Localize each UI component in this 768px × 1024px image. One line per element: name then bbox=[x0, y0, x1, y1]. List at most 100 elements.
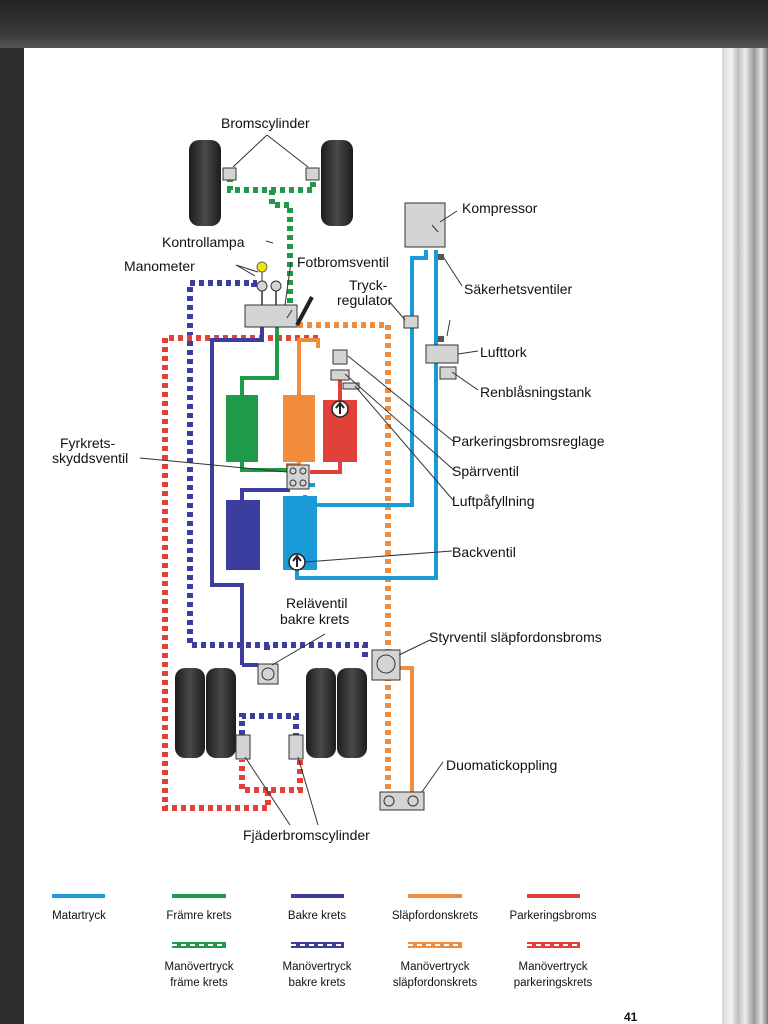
compressor bbox=[404, 202, 446, 248]
label-fyrkrets-1: Fyrkrets- bbox=[60, 435, 116, 451]
air-dryer bbox=[425, 344, 459, 364]
rear-circuit-tank bbox=[226, 500, 260, 570]
trailer-circuit-tank bbox=[283, 395, 315, 462]
legend-solid-bakre: Bakre krets bbox=[288, 894, 346, 922]
pressure-regulator bbox=[403, 315, 419, 329]
pipes bbox=[162, 177, 438, 811]
label-fyrkrets-2: skyddsventil bbox=[52, 450, 128, 466]
parking-check-valve bbox=[331, 400, 349, 418]
front-left-tire bbox=[189, 140, 221, 226]
legend-solid-slapfordon: Släpfordonskrets bbox=[392, 894, 479, 922]
duomatic-coupling bbox=[379, 791, 425, 811]
rear-left-tire-inner bbox=[206, 668, 236, 758]
control-lamp bbox=[256, 261, 268, 273]
legend-dashed-framre: Manövertryck främe krets bbox=[164, 942, 234, 989]
parking-control-pipe bbox=[162, 335, 318, 811]
compressor-lead bbox=[431, 224, 439, 233]
label-backventil: Backventil bbox=[452, 544, 516, 560]
front-brake-cylinder-right bbox=[305, 167, 320, 181]
label-kompressor: Kompressor bbox=[462, 200, 538, 216]
legend-dashed-parkering: Manövertryck parkeringskrets bbox=[514, 942, 593, 989]
label-bromscylinder: Bromscylinder bbox=[221, 115, 310, 131]
legend-label-1: Manövertryck bbox=[282, 961, 351, 973]
label-sakerhetsventiler: Säkerhetsventiler bbox=[464, 281, 573, 297]
foot-brake-pedal bbox=[295, 296, 314, 326]
labels: Bromscylinder Kompressor Kontrollampa Ma… bbox=[52, 115, 605, 843]
spring-brake-cylinder-right bbox=[288, 734, 304, 760]
label-fotbromsventil: Fotbromsventil bbox=[297, 254, 389, 270]
book-page bbox=[24, 48, 734, 1024]
trailer-control-pipe bbox=[298, 322, 391, 800]
tires bbox=[175, 140, 367, 758]
label-tryckregulator-1: Tryck- bbox=[349, 277, 388, 293]
legend-dashed-bakre: Manövertryck bakre krets bbox=[282, 942, 352, 989]
legend-label-1: Manövertryck bbox=[518, 961, 587, 973]
label-luftpafyllning: Luftpåfyllning bbox=[452, 493, 535, 509]
four-circuit-protection-valve bbox=[286, 464, 310, 490]
rear-right-tire-outer bbox=[337, 668, 367, 758]
front-circuit-tank bbox=[226, 395, 258, 462]
legend-label: Släpfordonskrets bbox=[392, 910, 479, 922]
safety-valve-2 bbox=[438, 336, 444, 342]
label-styrventil: Styrventil släpfordonsbroms bbox=[429, 629, 602, 645]
legend-solid-parkering: Parkeringsbroms bbox=[510, 894, 597, 922]
label-sparrventil: Spärrventil bbox=[452, 463, 519, 479]
spring-brake-pipe bbox=[239, 713, 299, 735]
supply-check-valve bbox=[288, 553, 306, 571]
manometer-gauge-1 bbox=[256, 280, 268, 292]
spring-brake-cylinder-left bbox=[235, 734, 251, 760]
label-tryckregulator-2: regulator bbox=[337, 292, 393, 308]
fcpv-port-3 bbox=[289, 479, 297, 487]
legend: Matartryck Främre krets Bakre krets Släp… bbox=[52, 894, 597, 989]
legend-dashed-slapfordon: Manövertryck släpfordonskrets bbox=[393, 942, 478, 989]
fcpv-port-1 bbox=[289, 467, 297, 475]
legend-label: Parkeringsbroms bbox=[510, 910, 597, 922]
label-lufttork: Lufttork bbox=[480, 344, 528, 360]
label-duomatickoppling: Duomatickoppling bbox=[446, 757, 557, 773]
label-manometer: Manometer bbox=[124, 258, 195, 274]
fcpv-port-2 bbox=[299, 467, 307, 475]
trailer-control-valve bbox=[371, 649, 401, 681]
label-relaventil-2: bakre krets bbox=[280, 611, 349, 627]
legend-label: Matartryck bbox=[52, 910, 106, 922]
label-fjaderbromscylinder: Fjäderbromscylinder bbox=[243, 827, 370, 843]
front-circuit-pipe bbox=[240, 320, 290, 472]
front-control-pipe bbox=[227, 177, 316, 305]
legend-label-2: parkeringskrets bbox=[514, 977, 593, 989]
safety-valve-1 bbox=[438, 254, 444, 260]
check-valve-parking bbox=[330, 369, 350, 381]
rear-left-tire-outer bbox=[175, 668, 205, 758]
parking-pipe bbox=[310, 380, 342, 474]
fcpv-port-4 bbox=[299, 479, 307, 487]
regeneration-tank bbox=[439, 366, 457, 380]
legend-label: Bakre krets bbox=[288, 910, 346, 922]
label-parkeringsbromsreglage: Parkeringsbromsreglage bbox=[452, 433, 605, 449]
rear-right-tire-inner bbox=[306, 668, 336, 758]
legend-label-1: Manövertryck bbox=[164, 961, 233, 973]
front-right-tire bbox=[321, 140, 353, 226]
foot-brake-valve bbox=[244, 304, 298, 328]
page-number: 41 bbox=[624, 1010, 638, 1024]
legend-label-2: främe krets bbox=[170, 977, 228, 989]
legend-label-1: Manövertryck bbox=[400, 961, 469, 973]
components bbox=[222, 167, 459, 811]
legend-solid-matartryck: Matartryck bbox=[52, 894, 106, 922]
leader-lines bbox=[139, 134, 479, 826]
label-renblasningstank: Renblåsningstank bbox=[480, 384, 592, 400]
legend-label-2: bakre krets bbox=[289, 977, 346, 989]
front-brake-cylinder-left bbox=[222, 167, 237, 181]
foot-brake-valve-lead bbox=[286, 309, 293, 319]
rear-circuit-pipe bbox=[210, 320, 290, 667]
label-kontrollampa: Kontrollampa bbox=[162, 234, 245, 250]
relay-valve-rear bbox=[257, 663, 279, 685]
legend-label-2: släpfordonskrets bbox=[393, 977, 478, 989]
page-edge bbox=[722, 48, 768, 1024]
legend-label: Främre krets bbox=[166, 910, 231, 922]
legend-solid-framre: Främre krets bbox=[166, 894, 232, 922]
parking-brake-control bbox=[332, 349, 348, 365]
label-relaventil-1: Reläventil bbox=[286, 595, 347, 611]
page-top-shadow bbox=[0, 0, 768, 48]
rear-control-pipe bbox=[187, 280, 368, 660]
manometer-gauge-2 bbox=[270, 280, 282, 292]
